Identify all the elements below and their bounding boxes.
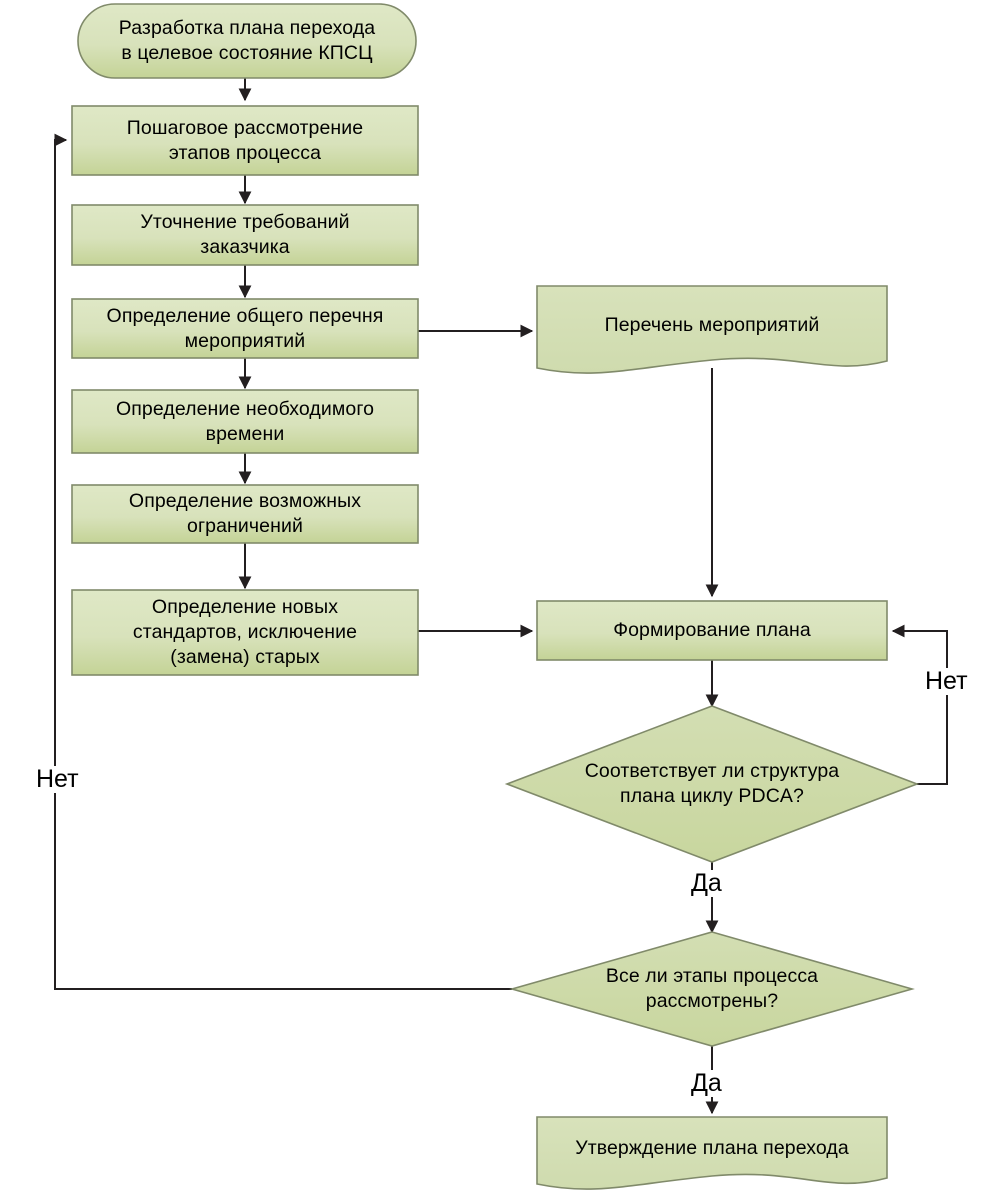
node-step1-shape — [71, 105, 419, 176]
node-decision-pdca-shape — [504, 705, 920, 863]
node-step4-shape — [71, 389, 419, 454]
node-decision-all-steps-shape — [509, 931, 915, 1047]
edge-label-yes-all: Да — [688, 1070, 725, 1097]
edge-label-no-left: Нет — [33, 766, 82, 793]
node-step2-shape — [71, 204, 419, 266]
connector-decision-pdca-no-loop — [891, 624, 948, 785]
node-step3-shape — [71, 298, 419, 359]
node-start-shape — [77, 3, 417, 79]
node-step6-shape — [71, 589, 419, 676]
node-plan-form-shape — [536, 600, 888, 661]
edge-label-no-right: Нет — [922, 668, 971, 695]
connector-decision-all-steps-no-loop — [54, 133, 512, 990]
node-document-approve-shape — [536, 1116, 888, 1190]
node-step5-shape — [71, 484, 419, 544]
edge-label-yes-pdca: Да — [688, 870, 725, 897]
node-document-list-shape — [536, 285, 888, 374]
